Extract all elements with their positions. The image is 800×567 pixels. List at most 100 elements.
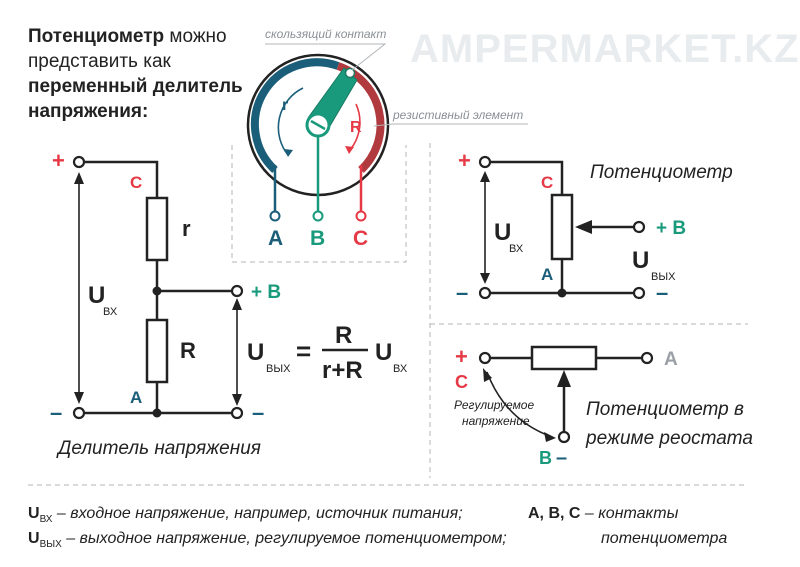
pot-label-plus-b: + B [656,218,686,239]
intro-bold-potentiometer: Потенциометр [28,26,165,47]
knob-pin-a: A [268,227,283,250]
rheo-adjusted-label-2: напряжение [462,414,530,428]
pot-terminal-b [632,220,646,234]
legend-contacts: A, B, C – контакты [528,502,678,525]
rheo-label-b: B [539,448,552,468]
arrowhead-r [284,149,293,157]
divider-resistor-R [145,318,169,384]
formula-u: U [375,339,392,366]
pin-c-terminal [355,210,367,222]
legend-contacts-text-2: потенциометра [601,530,728,547]
rotary-potentiometer: r R A B C скользящий контакт резистивный… [246,27,528,250]
pot-terminal-plus [478,155,492,169]
divider-label-R: R [180,338,196,363]
dashed-frames [28,143,748,486]
pot-minus-sign-left: – [456,280,468,305]
divider-junction-mid [152,286,162,296]
pot-uin-arrowhead-top [480,171,490,182]
formula: = R r+R U ВХ [296,322,408,384]
formula-denominator: r+R [322,357,363,384]
callout-sliding-contact-leader [265,43,387,71]
divider-minus-sign-left: – [50,400,62,425]
legend-input-voltage: UВХ – входное напряжение, например, исто… [28,502,463,527]
divider-uin-arrowhead-top [74,172,84,184]
rheo-label-c: C [455,372,468,392]
pot-label-a: A [541,265,553,284]
pot-minus-sign-right: – [656,280,668,305]
divider-terminal-minus [72,406,86,420]
legend-output-voltage: UВЫХ – выходное напряжение, регулируемое… [28,527,507,552]
callout-resistive-element: резистивный элемент [392,108,523,122]
callout-sliding-contact: скользящий контакт [265,27,386,41]
legend-out-sub: ВЫХ [39,539,62,550]
rheo-adjusted-label-1: Регулируемое [454,398,534,412]
knob-label-r: r [282,97,288,114]
divider-uout-arrowhead-bottom [232,394,242,406]
pot-terminal-minus [478,286,492,300]
arc-arrow-r [277,87,304,156]
divider-caption: Делитель напряжения [56,438,261,459]
knob-frame [231,145,407,263]
divider-junction-bottom [152,408,162,418]
rheostat-circuit: + C A B – Регулируемое напряжение Потенц… [454,344,753,469]
rheo-title-2: режиме реостата [585,428,753,449]
pin-b-terminal [312,210,324,222]
divider-minus-sign-right: – [252,400,264,425]
legend-out-text: – выходное напряжение, регулируемое поте… [61,530,507,547]
knob-pin-c: C [353,227,368,250]
divider-uout-u: U [247,339,264,366]
legend-u-out: U [28,530,40,547]
divider-terminal-plus [72,155,86,169]
rheo-wiper-arrow [557,370,571,387]
rheo-title-1: Потенциометр в [586,399,744,420]
pot-wiper-arrow [575,220,592,234]
divider-uin-sub: ВХ [103,306,118,318]
pot-uin-u: U [494,219,511,246]
legend-contacts-label: A, B, C [528,505,581,522]
legend-contacts-text-1: контакты [598,505,679,522]
legend-u-in: U [28,505,40,522]
divider-uin-arrowhead-bottom [74,392,84,404]
divider-label-a: A [130,388,142,407]
rheo-arrowhead-bottom [544,432,556,442]
pot-uin-sub: ВХ [509,243,524,255]
pot-label-c: C [541,173,553,192]
pot-top-wire [490,160,564,195]
pot-terminal-out-minus [632,286,646,300]
pot-uin-arrowhead-bottom [480,273,490,284]
pot-resistor [550,193,574,261]
formula-numerator: R [335,322,352,349]
intro-text: Потенциометр можно представить как перем… [28,24,258,124]
callout-resistive-element-leader [373,123,528,127]
voltage-divider-circuit: + – – C A r R + B U ВХ U ВЫХ Делитель на… [50,148,291,459]
rheo-label-a: A [664,349,678,370]
intro-text-1: можно [164,26,227,47]
pot-title: Потенциометр [590,162,733,183]
pin-a-terminal [269,210,281,222]
formula-equals: = [296,336,311,366]
pot-uout-sub: ВЫХ [651,271,676,283]
pot-uout-u: U [632,247,649,274]
divider-label-r: r [182,216,191,241]
rheo-plus-sign: + [455,344,468,369]
knob-pin-b: B [310,227,325,250]
pot-plus-sign: + [458,148,471,173]
legend-contacts-dash: – [580,505,599,522]
divider-terminal-out-minus [230,406,244,420]
divider-label-plus-b: + B [251,282,281,303]
legend-in-sub: ВХ [39,514,53,525]
arrowhead-R [345,146,354,154]
formula-in-sub: ВХ [393,363,408,375]
divider-uout-arrowhead-top [232,298,242,310]
knob-label-R: R [350,119,362,136]
rheo-terminal-a [640,351,654,365]
rheo-arrowhead-top [483,368,492,382]
divider-top-wire [84,160,159,198]
divider-uin-u: U [88,282,105,309]
intro-bold-voltage: напряжения: [28,101,149,122]
potentiometer-circuit: + – – C A + B U ВХ U ВЫХ Потенциометр [456,148,733,305]
pot-junction [557,288,567,298]
divider-plus-sign: + [52,148,65,173]
divider-uout-sub: ВЫХ [266,363,291,375]
